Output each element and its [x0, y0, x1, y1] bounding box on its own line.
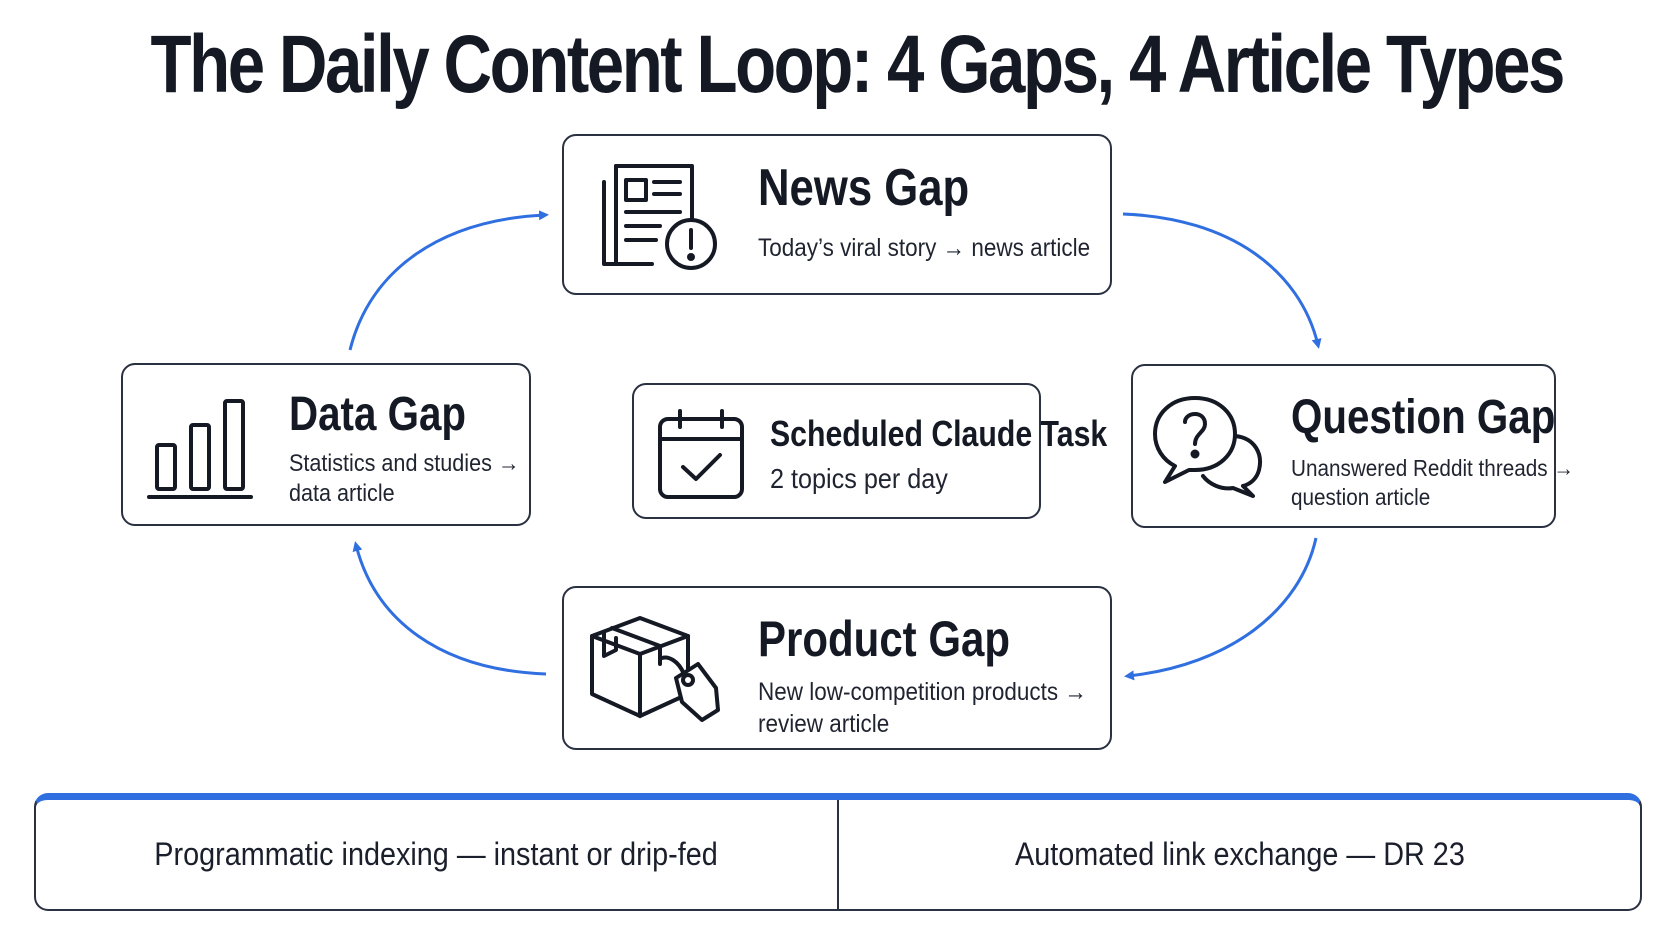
- product-gap-description-line2: review article: [758, 710, 890, 738]
- feature-link-exchange: Automated link exchange — DR 23: [837, 800, 1640, 909]
- news-gap-title: News Gap: [758, 159, 970, 217]
- question-gap-card: Question Gap Unanswered Reddit threads →…: [1131, 364, 1574, 528]
- data-gap-title: Data Gap: [289, 388, 467, 441]
- product-gap-card: Product Gap New low-competition products…: [562, 586, 1112, 750]
- product-gap-title: Product Gap: [758, 611, 1011, 667]
- news-gap-card: News Gap Today’s viral story → news arti…: [562, 134, 1112, 295]
- arrow-product-to-data: [352, 541, 547, 676]
- news-gap-description: Today’s viral story → news article: [758, 234, 1091, 262]
- feature-indexing-label: Programmatic indexing — instant or drip-…: [154, 836, 719, 872]
- bar-chart-icon: [145, 395, 257, 499]
- newspaper-alert-icon: [594, 160, 720, 272]
- feature-indexing: Programmatic indexing — instant or drip-…: [36, 800, 837, 909]
- question-gap-title: Question Gap: [1291, 391, 1556, 444]
- question-gap-description-line1: Unanswered Reddit threads →: [1291, 455, 1575, 481]
- question-gap-description-line2: question article: [1291, 484, 1431, 510]
- arrow-question-to-product: [1124, 537, 1318, 681]
- bottom-feature-bar: Programmatic indexing — instant or drip-…: [34, 793, 1642, 911]
- scheduled-task-title: Scheduled Claude Task: [770, 413, 1108, 454]
- scheduled-task-card: Scheduled Claude Task 2 topics per day: [632, 383, 1107, 519]
- feature-link-exchange-label: Automated link exchange — DR 23: [1014, 836, 1465, 872]
- scheduled-task-subtitle: 2 topics per day: [770, 463, 948, 494]
- box-tag-icon: [586, 606, 726, 732]
- data-gap-card: Data Gap Statistics and studies → data a…: [121, 363, 531, 526]
- data-gap-description-line2: data article: [289, 480, 395, 507]
- data-gap-description-line1: Statistics and studies →: [289, 450, 520, 477]
- product-gap-description-line1: New low-competition products →: [758, 678, 1087, 706]
- page-title: The Daily Content Loop: 4 Gaps, 4 Articl…: [150, 19, 1565, 110]
- arrow-data-to-news: [348, 210, 549, 351]
- speech-bubbles-question-icon: [1151, 392, 1267, 498]
- arrow-news-to-question: [1122, 212, 1322, 349]
- calendar-check-icon: [656, 407, 746, 501]
